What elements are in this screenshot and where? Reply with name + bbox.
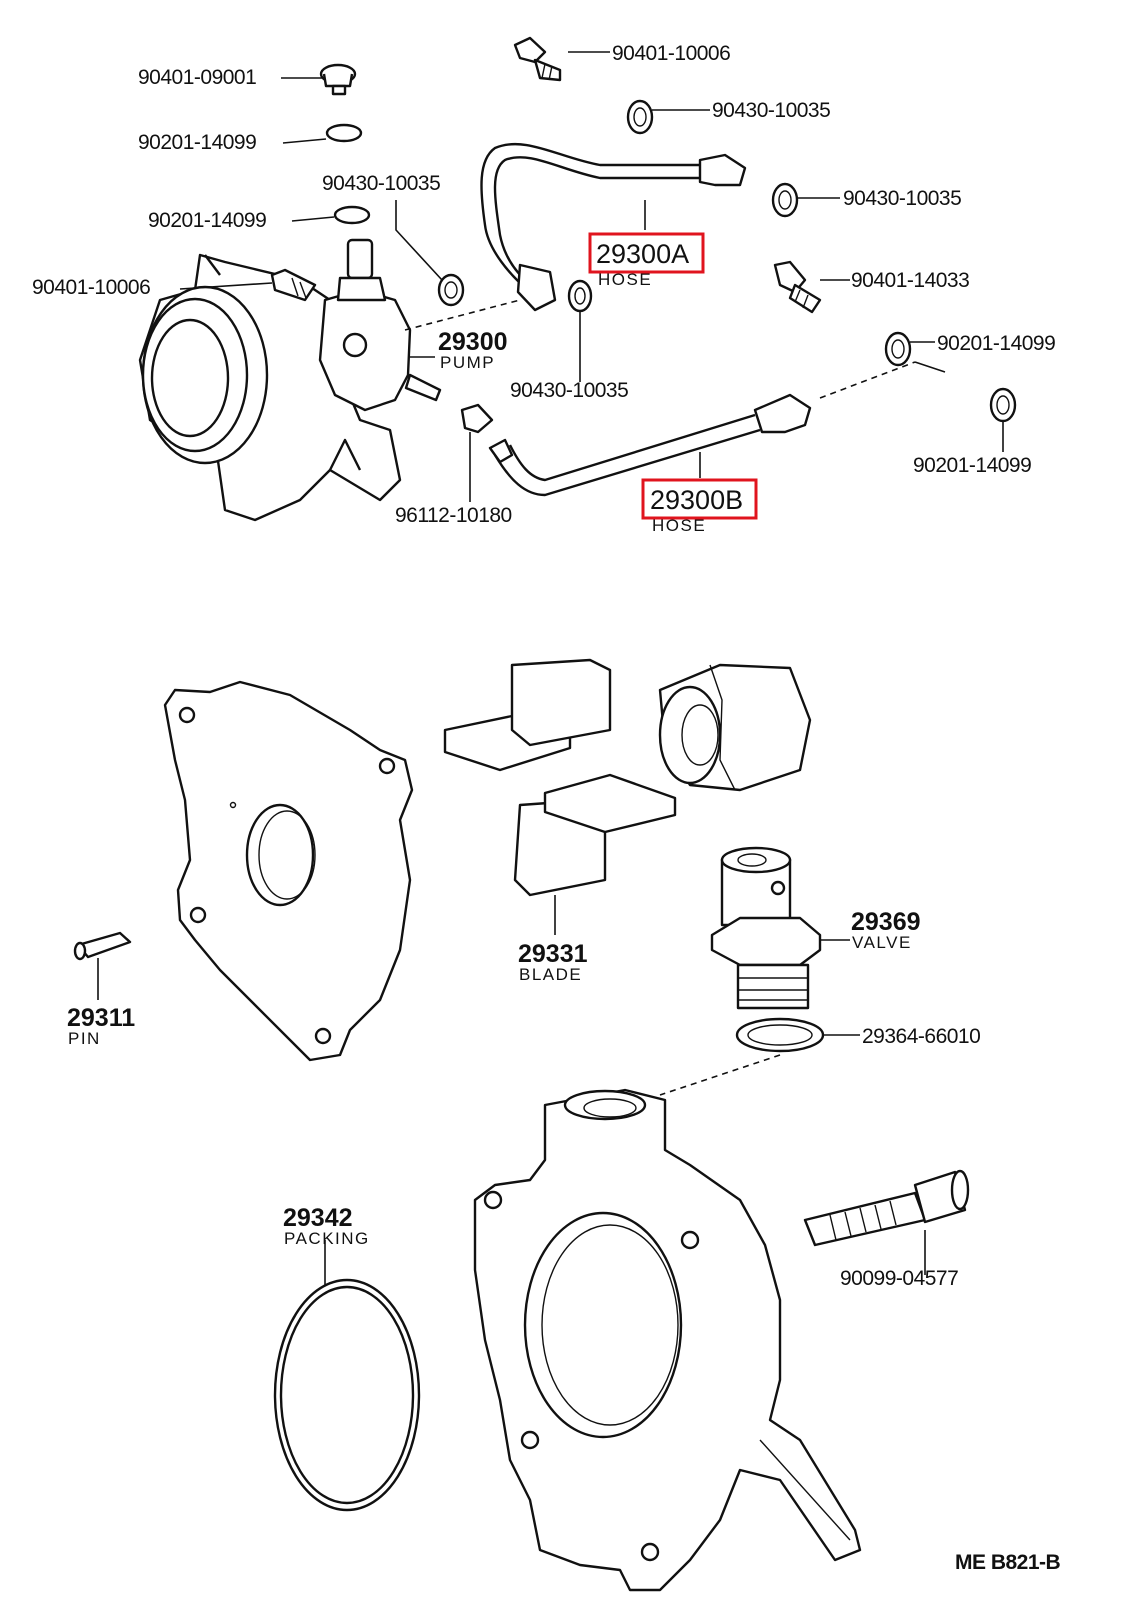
valve-name: VALVE [852, 933, 912, 952]
label-96112-10180: 96112-10180 [395, 504, 512, 527]
packing-name: PACKING [284, 1229, 370, 1248]
pump-number: 29300 [438, 328, 508, 356]
hose-29300b [488, 393, 812, 497]
hose-b-callout: 29300B HOSE [641, 478, 758, 535]
gasket-90201-14099-c [884, 331, 912, 367]
label-90401-10006-a: 90401-10006 [32, 276, 150, 299]
gasket-90201-14099-a [325, 123, 363, 143]
pin-29311 [73, 931, 132, 961]
valve-29369 [710, 846, 822, 1010]
label-90201-14099-b: 90201-14099 [148, 209, 266, 232]
hose-a-name: HOSE [598, 270, 652, 289]
hose-29300a [480, 142, 747, 312]
leader-lines-top [179, 51, 1004, 502]
leader-lines-bottom [97, 895, 926, 1285]
valve-number: 29369 [851, 908, 921, 936]
label-90201-14099-a: 90201-14099 [138, 131, 256, 154]
pin-number: 29311 [67, 1004, 135, 1032]
blade-29331 [443, 658, 677, 897]
label-90430-10035-b: 90430-10035 [712, 99, 830, 122]
gasket-90430-10035-d [567, 279, 593, 313]
gasket-90430-10035-b [626, 99, 654, 135]
packing-29342 [273, 1278, 421, 1512]
bolt-90401-09001 [319, 63, 357, 96]
pump-cover-plate [163, 680, 414, 1062]
label-90401-10006-b: 90401-10006 [612, 42, 730, 65]
highlight-box-hose-a [588, 232, 705, 274]
label-90430-10035-a: 90430-10035 [322, 172, 440, 195]
gasket-90201-14099-d [989, 387, 1017, 423]
part-labels: 90401-09001 90201-14099 90430-10035 9020… [32, 42, 1056, 1290]
named-part-labels: 29300 PUMP 29369 VALVE 29331 BLADE 29311… [67, 328, 921, 1248]
gasket-90201-14099-b [333, 205, 371, 225]
label-90201-14099-d: 90201-14099 [913, 454, 1031, 477]
pump-main-housing [473, 1088, 862, 1592]
label-90430-10035-c: 90430-10035 [843, 187, 961, 210]
gasket-90430-10035-c [771, 182, 799, 218]
hose-a-callout: 29300A HOSE [588, 232, 705, 289]
label-29364-66010: 29364-66010 [862, 1025, 980, 1048]
clip-96112-10180 [460, 403, 494, 434]
label-90201-14099-c: 90201-14099 [937, 332, 1055, 355]
label-90401-09001: 90401-09001 [138, 66, 256, 89]
hose-b-name: HOSE [652, 516, 706, 535]
label-90430-10035-d: 90430-10035 [510, 379, 628, 402]
hose-a-number: 29300A [596, 239, 689, 269]
hose-b-number: 29300B [650, 485, 743, 515]
union-bolt-90401-14033 [773, 260, 822, 314]
blade-name: BLADE [519, 965, 582, 984]
label-90099-04577: 90099-04577 [840, 1267, 958, 1290]
highlight-box-hose-b [641, 478, 758, 520]
pin-name: PIN [68, 1029, 101, 1048]
union-bolt-90401-10006-a [270, 268, 317, 302]
pump-name: PUMP [440, 353, 495, 372]
label-90401-14033: 90401-14033 [851, 269, 969, 292]
alternator-body [138, 253, 402, 522]
union-bolt-90401-10006-b [513, 36, 562, 82]
figure-code: ME B821-B [955, 1551, 1061, 1574]
gasket-90430-10035-a [437, 273, 465, 307]
packing-number: 29342 [283, 1204, 353, 1232]
bolt-90099-04577 [803, 1169, 970, 1247]
gasket-29364-66010 [735, 1017, 825, 1053]
rotor [658, 663, 812, 792]
pump-housing [318, 238, 442, 412]
blade-number: 29331 [518, 940, 588, 968]
